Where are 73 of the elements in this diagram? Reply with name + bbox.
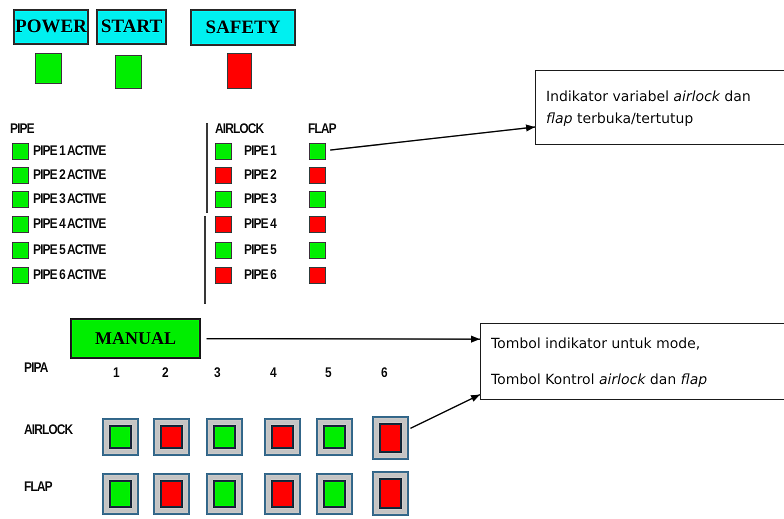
toggle-button xyxy=(153,418,190,456)
status-header-box xyxy=(13,9,89,45)
toggle-button xyxy=(372,471,409,516)
button-label: START xyxy=(100,16,162,38)
panel-label: PIPE 6 xyxy=(244,266,276,282)
panel-label: 1 xyxy=(113,364,119,380)
panel-label: PIPE 5 xyxy=(244,241,276,257)
panel-label: PIPE 6 ACTIVE xyxy=(33,266,106,282)
arrow xyxy=(330,124,536,151)
panel-label: AIRLOCK xyxy=(215,120,264,136)
button-label: SAFETY xyxy=(206,16,280,38)
indicator-lamp xyxy=(215,242,232,259)
toggle-button xyxy=(316,418,353,456)
status-header-box xyxy=(190,9,296,46)
panel-label: 6 xyxy=(381,364,387,380)
toggle-button xyxy=(316,473,353,515)
indicator-lamp xyxy=(215,191,232,208)
indicator-lamp xyxy=(12,191,29,208)
indicator-lamp xyxy=(309,167,326,184)
toggle-button xyxy=(206,473,243,515)
indicator-lamp xyxy=(309,191,326,208)
panel-label: PIPE 4 ACTIVE xyxy=(33,215,106,231)
indicator-lamp xyxy=(309,267,326,284)
indicator-lamp xyxy=(12,242,29,259)
panel-label: PIPE 2 ACTIVE xyxy=(33,166,106,182)
callout-text: Tombol indikator untuk mode, xyxy=(491,334,702,354)
indicator-lamp xyxy=(215,216,232,233)
toggle-button xyxy=(102,418,139,456)
indicator-lamp xyxy=(12,267,29,284)
arrow xyxy=(410,394,480,429)
button-label: MANUAL xyxy=(95,328,176,349)
indicator-lamp xyxy=(215,267,232,284)
panel-label: PIPE 2 xyxy=(244,166,276,182)
panel-label: PIPE 4 xyxy=(244,215,276,231)
panel-label: PIPA xyxy=(24,359,48,375)
indicator-lamp xyxy=(12,143,29,160)
toggle-button xyxy=(153,473,190,515)
status-header-box xyxy=(96,9,167,45)
toggle-button xyxy=(264,418,301,456)
callout-box xyxy=(480,323,784,400)
indicator-lamp xyxy=(115,55,142,89)
panel-label: 5 xyxy=(325,364,331,380)
indicator-lamp xyxy=(309,143,326,160)
callout-box xyxy=(535,70,784,145)
panel-label: FLAP xyxy=(308,120,336,136)
indicator-lamp xyxy=(215,143,232,160)
indicator-lamp xyxy=(12,167,29,184)
button-label: POWER xyxy=(15,16,87,38)
indicator-lamp xyxy=(227,53,252,89)
panel-label: 4 xyxy=(270,364,276,380)
callout-text: Tombol Kontrol airlock dan flap xyxy=(491,370,708,390)
panel-label: PIPE xyxy=(10,120,34,136)
toggle-button xyxy=(264,473,301,515)
panel-label: PIPE 5 ACTIVE xyxy=(33,241,106,257)
panel-label: PIPE 3 ACTIVE xyxy=(33,190,106,206)
panel-label: AIRLOCK xyxy=(24,421,72,437)
panel-label: PIPE 3 xyxy=(244,190,276,206)
indicator-lamp xyxy=(215,167,232,184)
toggle-button xyxy=(372,416,409,460)
panel-label: 2 xyxy=(162,364,168,380)
indicator-lamp xyxy=(309,216,326,233)
panel-label: PIPE 1 xyxy=(244,142,276,158)
panel-label: FLAP xyxy=(24,478,52,494)
mode-button xyxy=(70,318,201,359)
indicator-lamp xyxy=(35,53,62,84)
callout-text: Indikator variabel airlock dan flap terbuka/tertutup xyxy=(546,88,752,128)
arrow xyxy=(206,336,480,343)
toggle-button xyxy=(206,418,243,456)
indicator-lamp xyxy=(309,242,326,259)
panel-label: 3 xyxy=(214,364,220,380)
toggle-button xyxy=(102,473,139,515)
indicator-lamp xyxy=(12,216,29,233)
panel-label: PIPE 1 ACTIVE xyxy=(33,142,106,158)
